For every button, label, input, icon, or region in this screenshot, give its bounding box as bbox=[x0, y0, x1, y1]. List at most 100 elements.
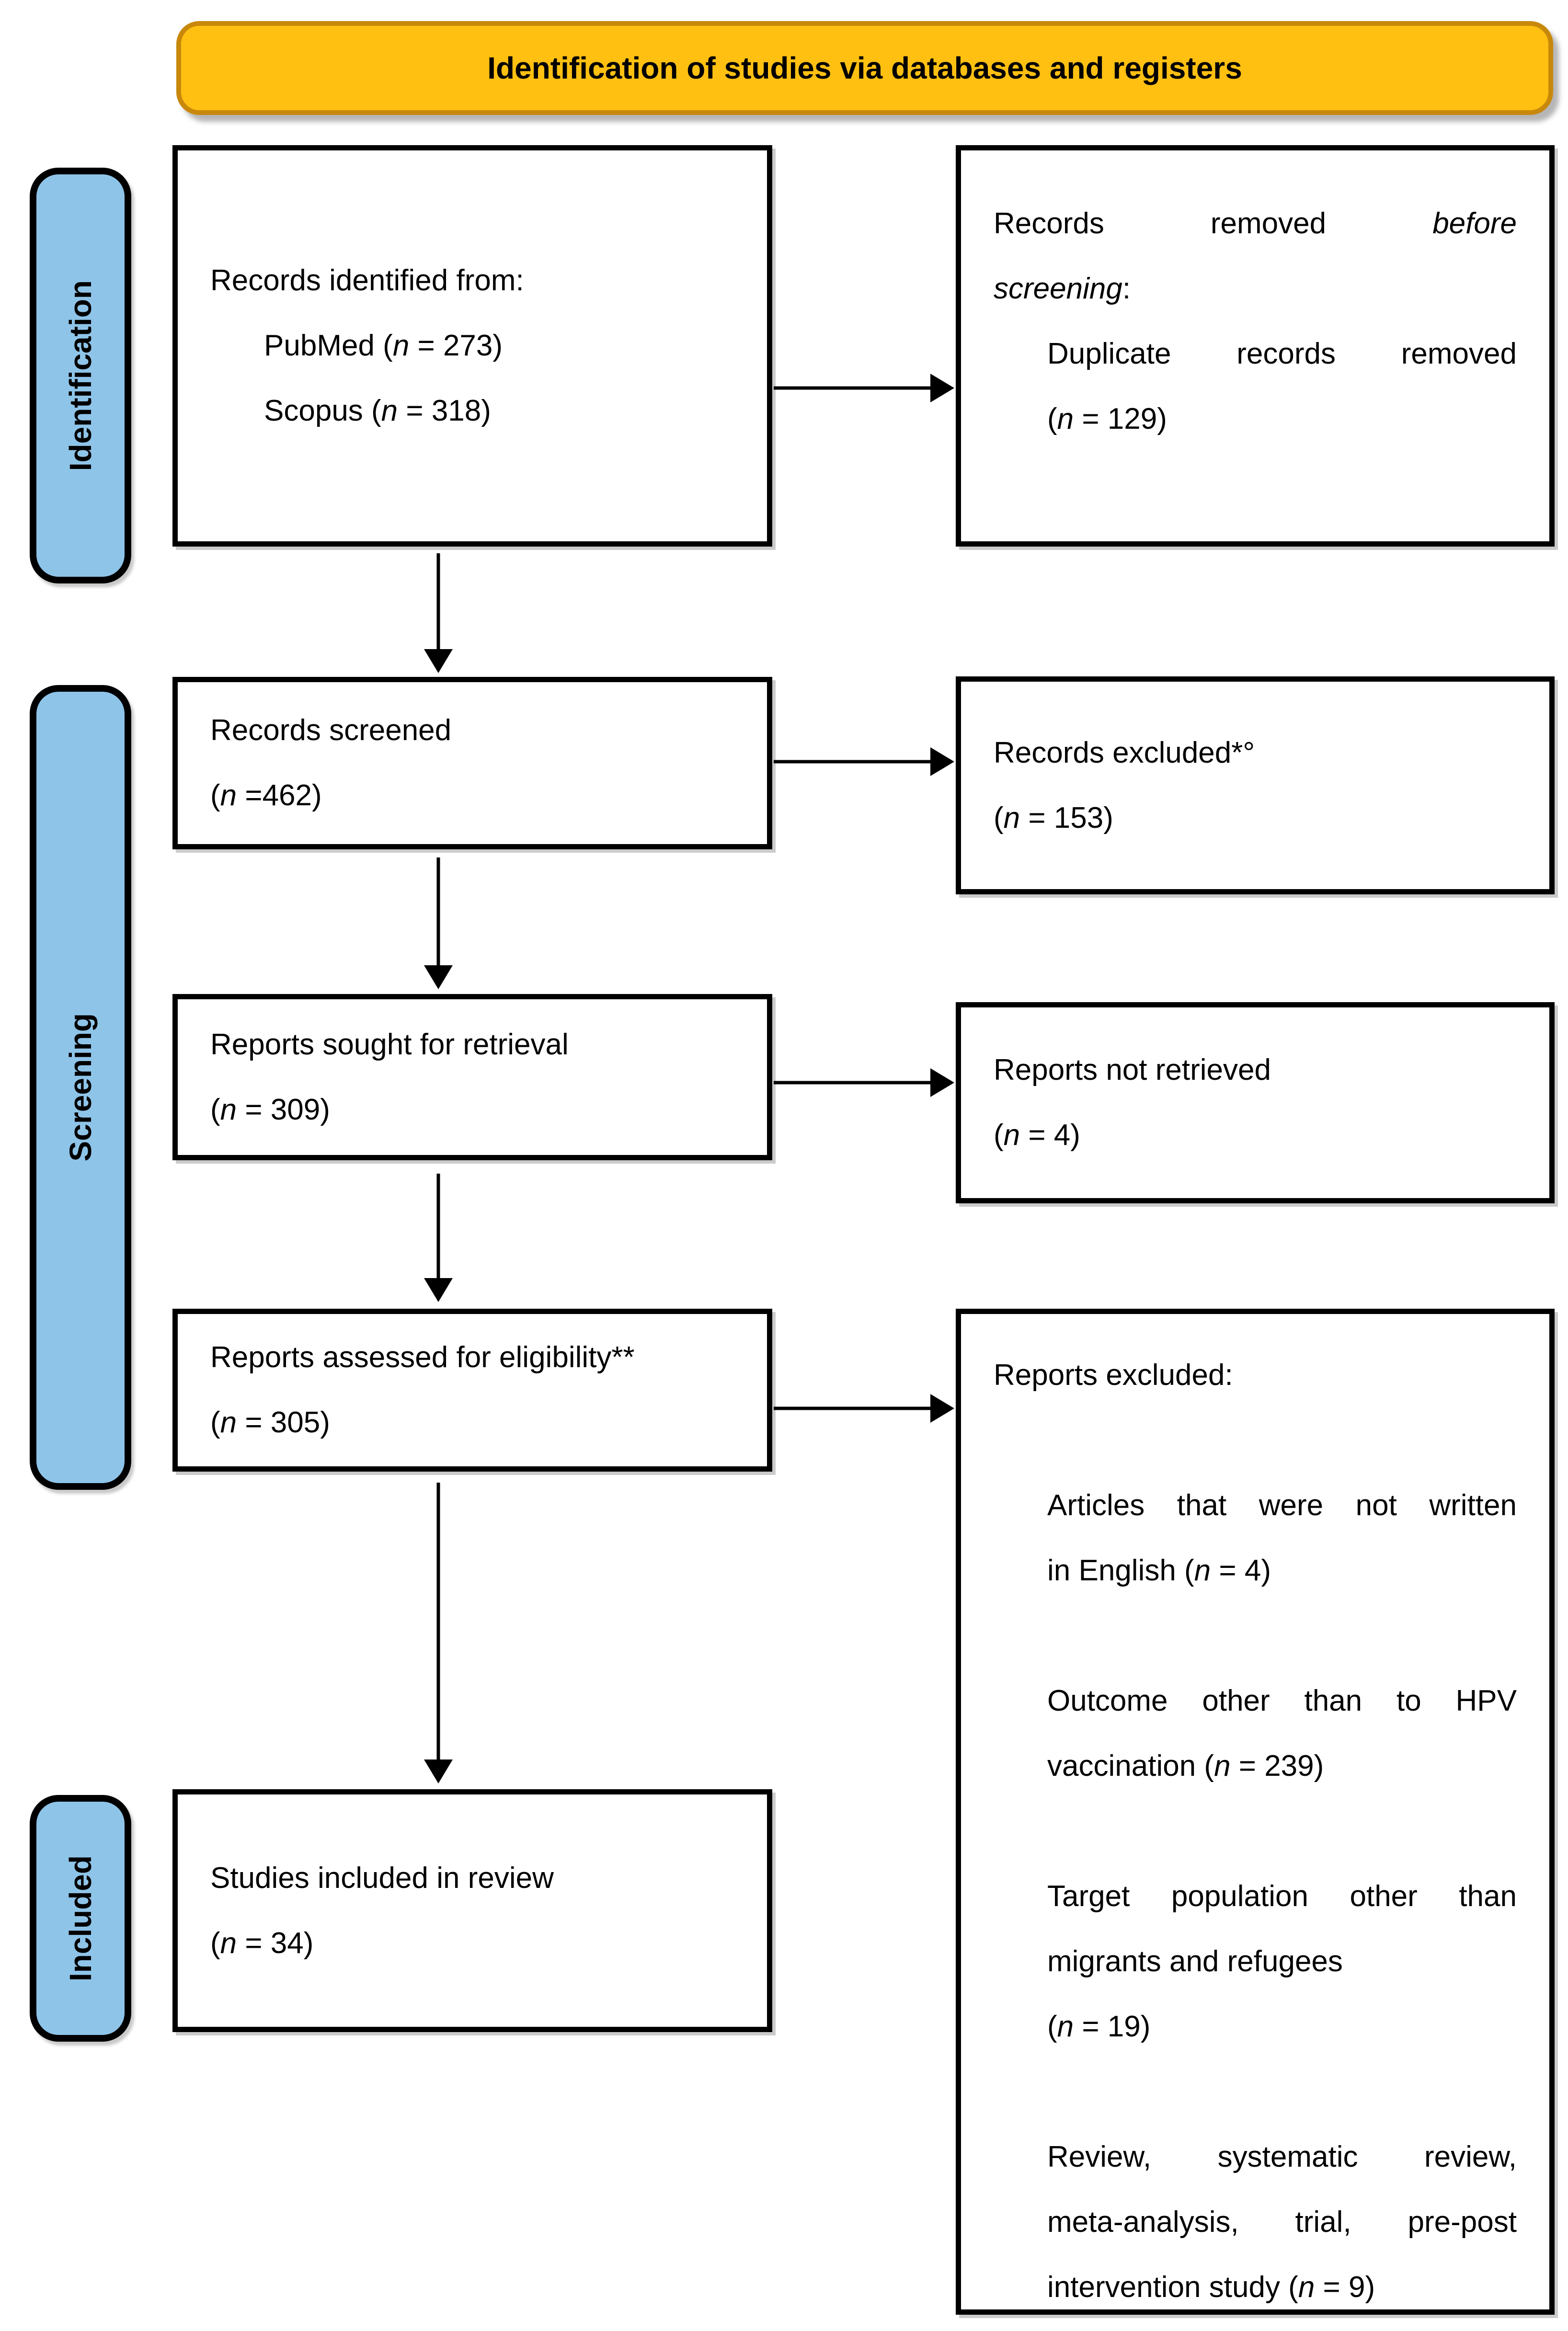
exclusion-reason-study-type: Review, systematic review, meta-analysis… bbox=[994, 2125, 1517, 2320]
stat-duplicates: (n = 129) bbox=[994, 387, 1517, 452]
text-segment: ( bbox=[210, 1093, 220, 1126]
stat-screened: (n =462) bbox=[210, 763, 734, 828]
arrow-shaft bbox=[774, 386, 932, 390]
reports-excluded-title: Reports excluded: bbox=[994, 1359, 1233, 1392]
text-segment: = 9) bbox=[1315, 2271, 1375, 2304]
box-reports-assessed: Reports assessed for eligibility** (n = … bbox=[172, 1309, 772, 1472]
arrow-head-icon bbox=[424, 965, 453, 989]
records-excluded-title: Records excluded*° bbox=[994, 736, 1255, 769]
arrow-assessed-to-reports-excluded bbox=[774, 1393, 954, 1424]
n-symbol: n bbox=[1057, 402, 1074, 435]
stat-scopus: Scopus (n = 318) bbox=[210, 378, 734, 444]
text-segment: = 309) bbox=[237, 1093, 330, 1126]
n-symbol: n bbox=[220, 779, 237, 812]
reason-line: Outcome other than to HPV bbox=[1047, 1684, 1517, 1717]
arrow-identified-to-screened bbox=[423, 553, 454, 673]
stat-records-excluded: (n = 153) bbox=[994, 786, 1517, 851]
text-segment: ( bbox=[994, 801, 1004, 834]
text-segment: = 305) bbox=[237, 1406, 330, 1439]
text-segment: = 129) bbox=[1074, 402, 1167, 435]
arrow-screened-to-excluded bbox=[774, 746, 954, 777]
reports-sought-title: Reports sought for retrieval bbox=[210, 1028, 569, 1061]
text-segment: = 273) bbox=[409, 329, 503, 362]
arrow-head-icon bbox=[930, 1394, 954, 1423]
n-symbol: n bbox=[1298, 2271, 1315, 2304]
n-symbol: n bbox=[220, 1926, 237, 1960]
text-segment-italic: screening bbox=[994, 272, 1122, 305]
n-symbol: n bbox=[1057, 2010, 1074, 2043]
reason-line: migrants and refugees bbox=[1047, 1945, 1343, 1978]
n-symbol: n bbox=[392, 329, 410, 362]
text-segment: : bbox=[1122, 272, 1131, 305]
text-segment: = 19) bbox=[1074, 2010, 1151, 2043]
stage-label-screening: Screening bbox=[63, 1013, 98, 1162]
box-reports-not-retrieved: Reports not retrieved (n = 4) bbox=[956, 1002, 1555, 1203]
reason-line: Articles that were not written bbox=[1047, 1489, 1517, 1522]
arrow-shaft bbox=[774, 1081, 932, 1085]
n-symbol: n bbox=[1214, 1749, 1231, 1783]
exclusion-reason-language: Articles that were not written in Englis… bbox=[994, 1473, 1517, 1603]
text-segment-italic: before bbox=[1432, 207, 1517, 240]
arrow-shaft bbox=[436, 857, 440, 967]
text-segment: = 34) bbox=[237, 1926, 314, 1960]
records-removed-title-line2: screening: bbox=[994, 256, 1517, 321]
reason-stat: in English (n = 4) bbox=[994, 1538, 1517, 1603]
reason-stat: (n = 19) bbox=[994, 1994, 1517, 2059]
text-segment: ( bbox=[994, 1119, 1004, 1152]
arrow-sought-to-not-retrieved bbox=[774, 1067, 954, 1098]
n-symbol: n bbox=[381, 394, 398, 427]
n-symbol: n bbox=[220, 1093, 237, 1126]
arrow-sought-to-assessed bbox=[423, 1174, 454, 1302]
box-records-excluded: Records excluded*° (n = 153) bbox=[956, 676, 1555, 894]
duplicate-records-line: Duplicate records removed bbox=[1047, 337, 1517, 370]
text-segment: Records removed bbox=[994, 207, 1327, 240]
stat-included: (n = 34) bbox=[210, 1911, 734, 1976]
arrow-shaft bbox=[774, 760, 932, 764]
text-segment: ( bbox=[210, 1406, 220, 1439]
reports-not-retrieved-title: Reports not retrieved bbox=[994, 1053, 1271, 1086]
reason-stat: vaccination (n = 239) bbox=[994, 1734, 1517, 1799]
records-identified-title: Records identified from: bbox=[210, 264, 524, 297]
reason-line: Review, systematic review, bbox=[1047, 2140, 1517, 2173]
text-segment: ( bbox=[210, 1926, 220, 1960]
box-reports-sought: Reports sought for retrieval (n = 309) bbox=[172, 994, 772, 1160]
n-symbol: n bbox=[1194, 1554, 1211, 1587]
text-segment: ( bbox=[1047, 2010, 1057, 2043]
text-segment: = 318) bbox=[398, 394, 491, 427]
box-studies-included: Studies included in review (n = 34) bbox=[172, 1789, 772, 2032]
arrow-shaft bbox=[436, 1483, 440, 1761]
n-symbol: n bbox=[1003, 801, 1020, 834]
arrow-shaft bbox=[436, 553, 440, 651]
text-segment: = 4) bbox=[1211, 1554, 1271, 1587]
text-segment: = 239) bbox=[1230, 1749, 1324, 1783]
stage-label-included: Included bbox=[63, 1855, 98, 1982]
stage-bar-identification: Identification bbox=[30, 168, 131, 583]
arrow-identified-to-removed bbox=[774, 373, 954, 403]
banner-title: Identification of studies via databases … bbox=[176, 21, 1553, 115]
text-segment: intervention study ( bbox=[1047, 2271, 1298, 2304]
box-records-screened: Records screened (n =462) bbox=[172, 677, 772, 849]
arrow-shaft bbox=[436, 1174, 440, 1280]
stat-not-retrieved: (n = 4) bbox=[994, 1103, 1517, 1168]
n-symbol: n bbox=[1003, 1119, 1020, 1152]
arrow-head-icon bbox=[424, 649, 453, 673]
exclusion-reason-population: Target population other than migrants an… bbox=[994, 1864, 1517, 2059]
text-segment: = 4) bbox=[1020, 1119, 1080, 1152]
arrow-head-icon bbox=[930, 1068, 954, 1097]
stat-assessed: (n = 305) bbox=[210, 1390, 734, 1455]
arrow-head-icon bbox=[424, 1760, 453, 1783]
studies-included-title: Studies included in review bbox=[210, 1861, 554, 1895]
arrow-screened-to-sought bbox=[423, 857, 454, 989]
text-segment: =462) bbox=[237, 779, 322, 812]
box-reports-excluded: Reports excluded: Articles that were not… bbox=[956, 1309, 1555, 2315]
records-removed-title-line1: Records removed before bbox=[994, 191, 1517, 256]
stage-label-identification: Identification bbox=[63, 280, 98, 471]
arrow-head-icon bbox=[930, 747, 954, 776]
stage-bar-screening: Screening bbox=[30, 685, 131, 1490]
reason-line: Target population other than bbox=[1047, 1880, 1517, 1913]
text-segment: PubMed ( bbox=[264, 329, 393, 362]
text-segment: ( bbox=[210, 779, 220, 812]
reports-assessed-title: Reports assessed for eligibility** bbox=[210, 1341, 635, 1374]
box-records-removed: Records removed before screening: Duplic… bbox=[956, 145, 1555, 547]
exclusion-reason-outcome: Outcome other than to HPV vaccination (n… bbox=[994, 1668, 1517, 1799]
